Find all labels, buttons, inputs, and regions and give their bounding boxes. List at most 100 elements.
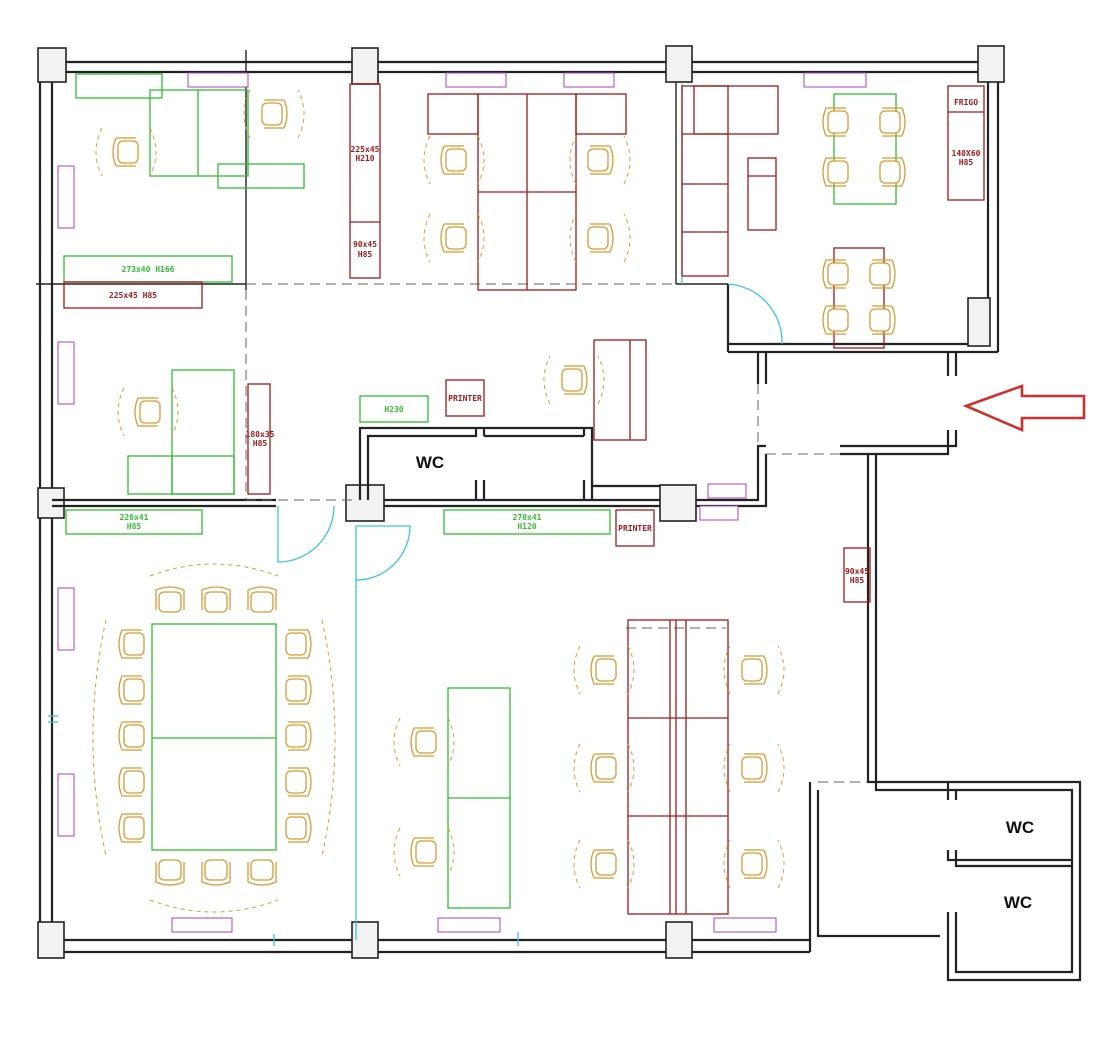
corridor-items	[65, 339, 871, 603]
chair-swing	[573, 743, 581, 793]
chair-back	[155, 586, 185, 591]
chair-back	[118, 767, 123, 797]
chair-back	[118, 813, 123, 843]
label-shelf-225: 225x45 H85	[109, 291, 157, 300]
chair-back	[134, 397, 139, 427]
dashed-partitions	[245, 283, 868, 783]
label-cabinet-90: 90x45	[353, 240, 377, 249]
chair	[118, 721, 145, 751]
chair-swing	[723, 839, 731, 889]
chair-back	[590, 655, 595, 685]
chair-seat	[285, 724, 307, 748]
chair-swing	[423, 135, 431, 185]
chair	[155, 586, 185, 613]
chair	[822, 157, 849, 187]
chair-swing	[117, 387, 125, 437]
chair-seat	[595, 756, 617, 780]
chair-back	[822, 157, 827, 187]
chair-back	[307, 629, 312, 659]
label-h230: H230	[384, 405, 403, 414]
chair-back	[590, 849, 595, 879]
label-cabinet-180: 180x35	[246, 430, 275, 439]
office-middle-left	[127, 369, 271, 495]
chair-seat	[123, 770, 145, 794]
chair-seat	[741, 852, 763, 876]
label-shelf-273: 273x40 H166	[122, 265, 175, 274]
chair	[879, 107, 906, 137]
chair	[285, 767, 312, 797]
chair-swing	[777, 645, 785, 695]
chair	[95, 127, 157, 177]
chair-seat	[123, 632, 145, 656]
label-cabinet-h210: H210	[355, 154, 374, 163]
chair	[247, 586, 277, 613]
chair	[118, 767, 145, 797]
meeting-table	[151, 623, 277, 851]
chair-swing	[243, 89, 251, 139]
kitchen	[681, 85, 985, 349]
chair-back	[440, 223, 445, 253]
label-frigo-h: H85	[959, 158, 974, 167]
chair	[569, 135, 631, 185]
chair	[869, 259, 896, 289]
cabinet-90	[843, 547, 871, 603]
label-shelf-220-h: H85	[127, 522, 142, 531]
label-printer-2: PRINTER	[618, 524, 652, 533]
chair-back	[307, 813, 312, 843]
chair-swing	[393, 717, 401, 767]
printer-2	[615, 509, 655, 547]
chair	[285, 675, 312, 705]
chair-back	[822, 305, 827, 335]
chair	[423, 135, 485, 185]
chair-seat	[250, 591, 274, 613]
entrance-arrow	[962, 384, 1086, 432]
chair-seat	[827, 262, 849, 286]
chair-swing	[447, 717, 455, 767]
chair	[285, 629, 312, 659]
chair	[822, 305, 849, 335]
chair-swing	[393, 827, 401, 877]
chair-swing	[569, 135, 577, 185]
chair-seat	[587, 148, 609, 172]
chair-back	[118, 675, 123, 705]
chair-swing	[623, 135, 631, 185]
chair-seat	[204, 859, 228, 881]
labels: 225x45 H210 90x45 H85 273x40 H166 225x45…	[109, 98, 1034, 912]
chair-seat	[158, 591, 182, 613]
chair-seat	[158, 859, 182, 881]
chair-seat	[415, 840, 437, 864]
chair-swing	[95, 127, 103, 177]
chair-seat	[285, 816, 307, 840]
label-cabinet-90-b-h: H85	[850, 576, 865, 585]
label-frigo-size: 140X60	[952, 149, 981, 158]
interior-walls	[36, 50, 1082, 982]
chair-seat	[445, 226, 467, 250]
chair-back	[118, 629, 123, 659]
chair-back	[410, 837, 415, 867]
chair-back	[901, 107, 906, 137]
chair-seat	[445, 148, 467, 172]
chair	[118, 675, 145, 705]
shelf-225	[63, 281, 203, 309]
chair	[201, 586, 231, 613]
chair	[118, 813, 145, 843]
label-frigo: FRIGO	[954, 98, 978, 107]
chair-seat	[595, 658, 617, 682]
shelf-220	[65, 509, 203, 535]
label-cabinet-225: 225x45	[351, 145, 380, 154]
chair-seat	[561, 368, 583, 392]
chair-swing	[627, 839, 635, 889]
chair-back	[247, 586, 277, 591]
chair-seat	[827, 160, 849, 184]
chair-back	[822, 107, 827, 137]
chair	[118, 629, 145, 659]
chair-back	[201, 881, 231, 886]
label-cabinet-90-b: 90x45	[845, 567, 869, 576]
radiators	[57, 72, 867, 933]
chair-swing	[573, 839, 581, 889]
chair	[723, 645, 785, 695]
chair-swing	[477, 213, 485, 263]
chair-seat	[123, 678, 145, 702]
desks-lower-middle	[447, 619, 729, 915]
chair-back	[155, 881, 185, 886]
